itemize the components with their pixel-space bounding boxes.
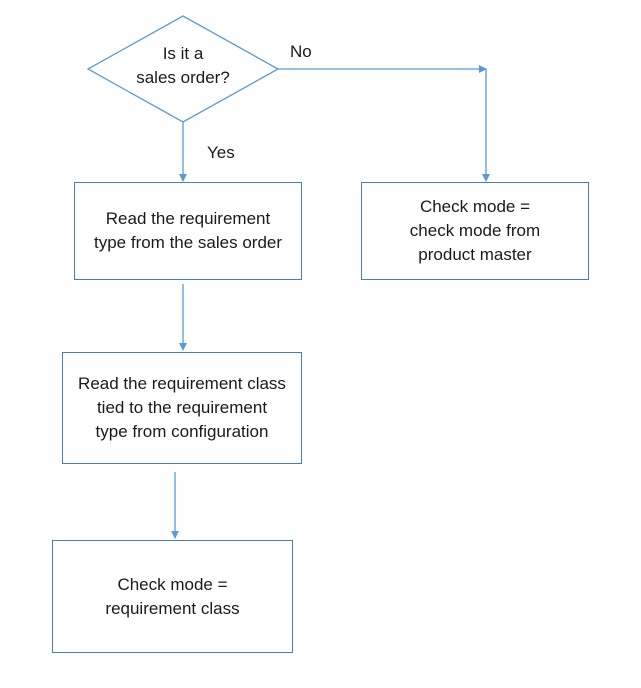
no-label: No (290, 42, 312, 61)
read-requirement-type-box: Read the requirement type from the sales… (74, 182, 302, 280)
yes-label: Yes (207, 143, 235, 162)
check-mode-requirement-class-box: Check mode = requirement class (52, 540, 293, 653)
check-mode-product-master-box: Check mode = check mode from product mas… (361, 182, 589, 280)
read-requirement-class-box: Read the requirement class tied to the r… (62, 352, 302, 464)
decision-text: Is it a sales order? (136, 44, 230, 87)
